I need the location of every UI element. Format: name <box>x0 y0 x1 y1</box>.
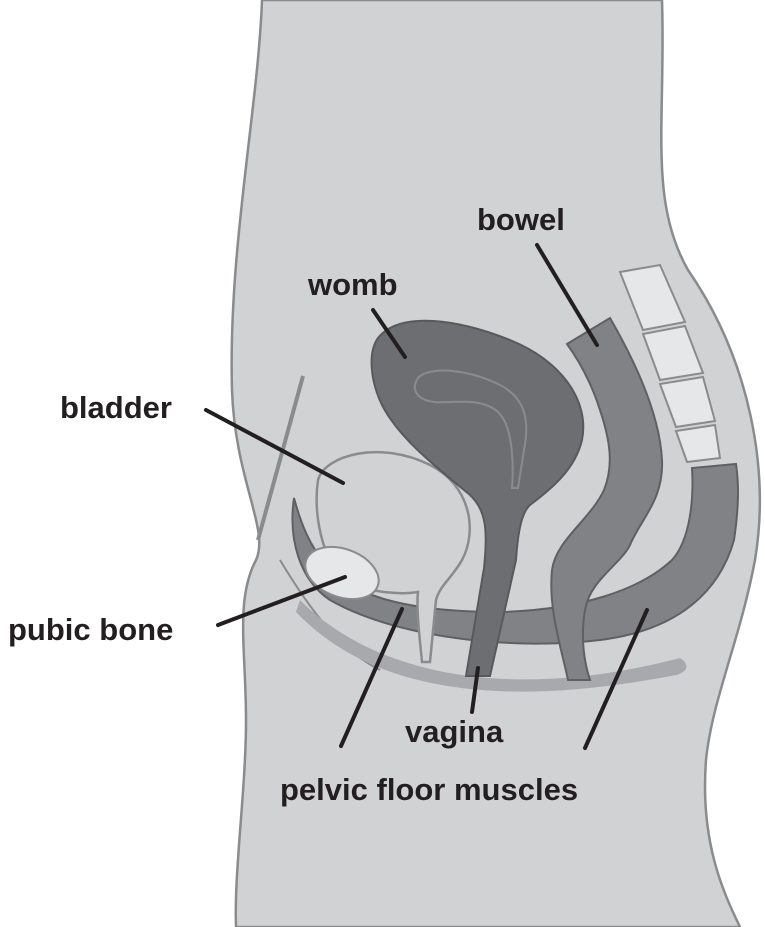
label-womb: womb <box>307 267 398 302</box>
label-pelvic-floor-muscles: pelvic floor muscles <box>280 772 578 807</box>
label-pubic-bone: pubic bone <box>8 612 173 647</box>
label-bowel: bowel <box>477 202 565 237</box>
label-vagina: vagina <box>405 714 504 749</box>
label-bladder: bladder <box>60 390 172 425</box>
